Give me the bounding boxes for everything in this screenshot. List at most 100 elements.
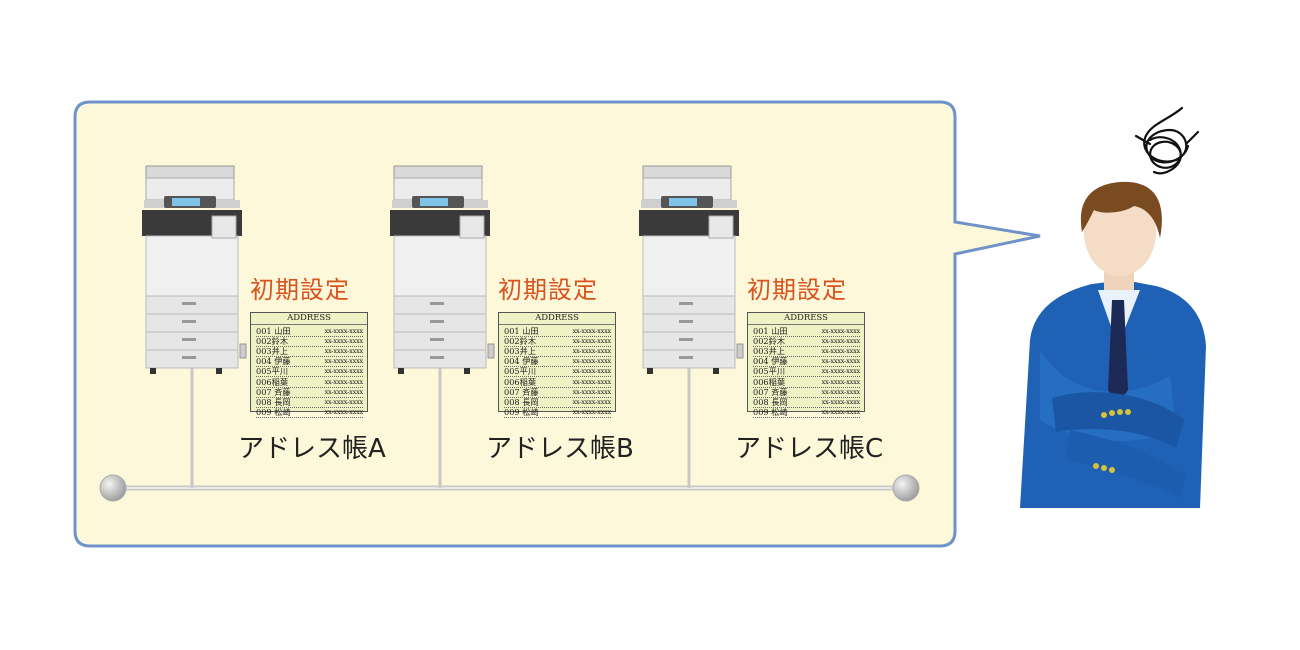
address-title: ADDRESS — [251, 313, 367, 325]
entry-phone: xx-xxxx-xxxx — [572, 387, 612, 396]
entry-phone: xx-xxxx-xxxx — [324, 327, 364, 336]
address-entry: 001 山田 xx-xxxx-xxxx — [504, 326, 612, 338]
entry-phone: xx-xxxx-xxxx — [821, 377, 861, 386]
address-entry: 004 伊藤 xx-xxxx-xxxx — [753, 356, 861, 368]
address-entry: 005平川 xx-xxxx-xxxx — [753, 366, 861, 378]
entry-phone: xx-xxxx-xxxx — [572, 357, 612, 366]
address-book-label: アドレス帳A — [238, 434, 386, 464]
entry-phone: xx-xxxx-xxxx — [821, 407, 861, 416]
address-entry: 002鈴木 xx-xxxx-xxxx — [753, 336, 861, 348]
entry-phone: xx-xxxx-xxxx — [324, 387, 364, 396]
address-entry: 003井上 xx-xxxx-xxxx — [753, 346, 861, 358]
multifunction-printer-icon — [390, 165, 495, 374]
address-entry: 007 斉藤 xx-xxxx-xxxx — [256, 386, 364, 398]
initial-settings-label: 初期設定 — [250, 276, 350, 304]
multifunction-printer-icon — [639, 165, 744, 374]
entry-name: 005平川 — [753, 366, 786, 377]
entry-name: 001 山田 — [504, 326, 539, 337]
entry-name: 009 松崎 — [256, 406, 291, 417]
entry-phone: xx-xxxx-xxxx — [821, 357, 861, 366]
entry-phone: xx-xxxx-xxxx — [572, 407, 612, 416]
entry-name: 004 伊藤 — [753, 356, 788, 367]
entry-phone: xx-xxxx-xxxx — [324, 407, 364, 416]
address-entry: 007 斉藤 xx-xxxx-xxxx — [504, 386, 612, 398]
entry-phone: xx-xxxx-xxxx — [821, 367, 861, 376]
entry-phone: xx-xxxx-xxxx — [572, 337, 612, 346]
crossed-arms — [1052, 392, 1184, 448]
address-entry: 005平川 xx-xxxx-xxxx — [504, 366, 612, 378]
address-entry: 009 松崎 xx-xxxx-xxxx — [753, 406, 861, 418]
entry-name: 004 伊藤 — [256, 356, 291, 367]
entry-name: 004 伊藤 — [504, 356, 539, 367]
address-entry: 006稲葉 xx-xxxx-xxxx — [504, 376, 612, 388]
network-node-right — [892, 474, 920, 502]
entry-phone: xx-xxxx-xxxx — [572, 347, 612, 356]
address-entry: 006稲葉 xx-xxxx-xxxx — [753, 376, 861, 388]
entry-phone: xx-xxxx-xxxx — [324, 377, 364, 386]
entry-name: 005平川 — [256, 366, 289, 377]
address-entry: 009 松崎 xx-xxxx-xxxx — [256, 406, 364, 418]
entry-name: 003井上 — [256, 346, 289, 357]
address-entry: 006稲葉 xx-xxxx-xxxx — [256, 376, 364, 388]
address-entry: 008 長岡 xx-xxxx-xxxx — [753, 396, 861, 408]
entry-name: 008 長岡 — [753, 396, 788, 407]
entry-name: 001 山田 — [753, 326, 788, 337]
address-entry: 004 伊藤 xx-xxxx-xxxx — [504, 356, 612, 368]
tie — [1108, 300, 1128, 404]
entry-phone: xx-xxxx-xxxx — [324, 337, 364, 346]
entry-phone: xx-xxxx-xxxx — [324, 367, 364, 376]
entry-name: 003井上 — [504, 346, 537, 357]
address-entry: 001 山田 xx-xxxx-xxxx — [753, 326, 861, 338]
entry-phone: xx-xxxx-xxxx — [324, 357, 364, 366]
printer-unit-c: 初期設定 ADDRESS 001 山田 xx-xxxx-xxxx 002鈴木 xx-… — [639, 160, 889, 464]
entry-phone: xx-xxxx-xxxx — [324, 397, 364, 406]
address-entry: 003井上 xx-xxxx-xxxx — [504, 346, 612, 358]
network-line — [113, 368, 906, 491]
entry-name: 007 斉藤 — [256, 386, 291, 397]
entry-phone: xx-xxxx-xxxx — [572, 367, 612, 376]
frustration-scribble-icon — [1134, 106, 1200, 175]
hair — [1080, 181, 1162, 238]
entry-name: 007 斉藤 — [753, 386, 788, 397]
entry-name: 005平川 — [504, 366, 537, 377]
address-title: ADDRESS — [748, 313, 864, 325]
address-book-card: ADDRESS 001 山田 xx-xxxx-xxxx 002鈴木 xx-xxxx-… — [747, 312, 865, 418]
address-entry: 002鈴木 xx-xxxx-xxxx — [504, 336, 612, 348]
entry-phone: xx-xxxx-xxxx — [821, 327, 861, 336]
address-book-label: アドレス帳B — [486, 434, 634, 464]
entry-phone: xx-xxxx-xxxx — [821, 397, 861, 406]
address-entry: 008 長岡 xx-xxxx-xxxx — [256, 396, 364, 408]
address-entry: 007 斉藤 xx-xxxx-xxxx — [753, 386, 861, 398]
entry-phone: xx-xxxx-xxxx — [572, 327, 612, 336]
entry-name: 006稲葉 — [256, 376, 289, 387]
entry-name: 009 松崎 — [753, 406, 788, 417]
entry-phone: xx-xxxx-xxxx — [821, 387, 861, 396]
entry-name: 008 長岡 — [256, 396, 291, 407]
address-entry: 002鈴木 xx-xxxx-xxxx — [256, 336, 364, 348]
entry-name: 002鈴木 — [753, 336, 786, 347]
network-node-left — [99, 474, 127, 502]
address-book-label: アドレス帳C — [735, 434, 884, 464]
confused-businessman-icon — [1020, 106, 1206, 508]
entry-name: 003井上 — [753, 346, 786, 357]
entry-name: 007 斉藤 — [504, 386, 539, 397]
address-title: ADDRESS — [499, 313, 615, 325]
entry-name: 002鈴木 — [504, 336, 537, 347]
entry-phone: xx-xxxx-xxxx — [821, 347, 861, 356]
initial-settings-label: 初期設定 — [747, 276, 847, 304]
entry-phone: xx-xxxx-xxxx — [572, 377, 612, 386]
entry-phone: xx-xxxx-xxxx — [821, 337, 861, 346]
entry-phone: xx-xxxx-xxxx — [572, 397, 612, 406]
entry-name: 002鈴木 — [256, 336, 289, 347]
address-entry: 004 伊藤 xx-xxxx-xxxx — [256, 356, 364, 368]
entry-name: 006稲葉 — [753, 376, 786, 387]
entry-name: 006稲葉 — [504, 376, 537, 387]
